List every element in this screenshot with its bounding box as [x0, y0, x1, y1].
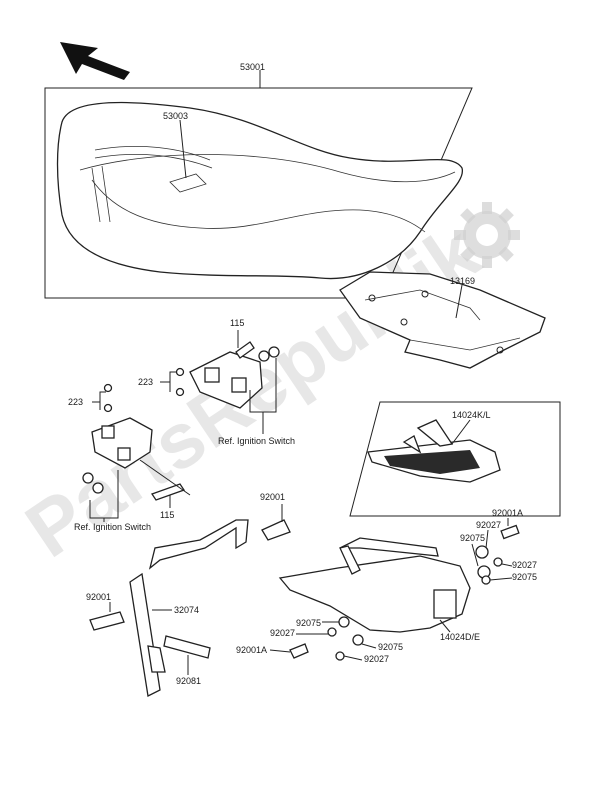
label-115-bottom: 115	[160, 510, 174, 520]
label-223-top: 223	[138, 377, 153, 387]
seat-hinge-bracket	[129, 519, 249, 697]
label-92027-d: 92027	[364, 654, 389, 664]
label-92075-a: 92075	[460, 533, 485, 543]
label-92075-b: 92075	[512, 572, 537, 582]
label-92075-c: 92075	[296, 618, 321, 628]
front-direction-arrow-icon	[60, 42, 130, 80]
seat-lock-lower	[82, 417, 186, 501]
seat-base-plate	[339, 271, 546, 369]
label-ref-ignition-bottom: Ref. Ignition Switch	[74, 522, 151, 532]
grab-bar-de	[278, 537, 471, 633]
label-92027-a: 92027	[476, 520, 501, 530]
label-53003: 53003	[163, 111, 188, 121]
label-32074: 32074	[174, 605, 199, 615]
label-92027-b: 92027	[512, 560, 537, 570]
label-92001-left: 92001	[86, 592, 111, 602]
label-14024de: 14024D/E	[440, 632, 480, 642]
label-13169: 13169	[450, 276, 475, 286]
label-92075-d: 92075	[378, 642, 403, 652]
label-92081: 92081	[176, 676, 201, 686]
label-14024kl: 14024K/L	[452, 410, 491, 420]
label-92001a-right: 92001A	[492, 508, 523, 518]
label-ref-ignition-top: Ref. Ignition Switch	[218, 436, 295, 446]
gear-icon	[454, 202, 520, 268]
label-92001-center: 92001	[260, 492, 285, 502]
label-223-bottom: 223	[68, 397, 83, 407]
seat-lock-upper	[189, 341, 280, 409]
label-53001: 53001	[240, 62, 265, 72]
label-92001a-bottom: 92001A	[236, 645, 267, 655]
label-115-top: 115	[230, 318, 244, 328]
grab-bar-kl-inset	[349, 401, 561, 517]
label-92027-c: 92027	[270, 628, 295, 638]
seat-assembly	[44, 87, 473, 299]
